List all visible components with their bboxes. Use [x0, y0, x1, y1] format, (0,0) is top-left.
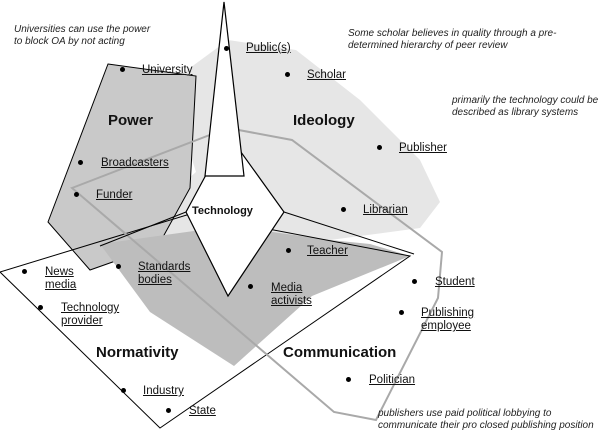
actor-publishing-employee-line-2: employee — [421, 320, 471, 332]
actor-news-media-line-2: media — [45, 279, 77, 291]
bullet-dot — [346, 377, 351, 382]
actor-technology-provider-line-1: Technology — [61, 302, 120, 314]
actor-technology-provider-line-2: provider — [61, 315, 103, 327]
note-library-systems: primarily the technology could be descri… — [452, 95, 598, 119]
normativity-region — [100, 226, 410, 366]
actor-standards-bodies: Standards bodies — [138, 261, 190, 287]
bullet-dot — [224, 46, 229, 51]
note-political-lobbying-line-2: communicate their pro closed publishing … — [378, 420, 594, 431]
bullet-dot — [286, 248, 291, 253]
bullet-dot — [74, 192, 79, 197]
bullet-dot — [377, 145, 382, 150]
actor-broadcasters: Broadcasters — [101, 157, 169, 169]
actor-state: State — [189, 405, 216, 417]
region-label-power: Power — [108, 112, 154, 129]
note-scholar-belief: Some scholar believes in quality through… — [348, 28, 556, 52]
actor-industry: Industry — [143, 385, 184, 397]
region-label-communication: Communication — [283, 344, 397, 361]
bullet-dot — [341, 207, 346, 212]
actor-news-media-line-1: News — [45, 266, 74, 278]
note-political-lobbying: publishers use paid political lobbying t… — [378, 408, 594, 432]
bullet-dot — [248, 284, 253, 289]
note-universities: Universities can use the power to block … — [14, 24, 150, 48]
actor-publishing-employee: Publishing employee — [421, 307, 474, 333]
note-library-systems-line-2: described as library systems — [452, 107, 579, 118]
public-spike — [204, 1, 245, 177]
actor-news-media: News media — [45, 266, 76, 292]
actor-publics: Public(s) — [246, 42, 291, 54]
bullet-dot — [166, 408, 171, 413]
bullet-dot — [120, 67, 125, 72]
actor-media-activists-line-1: Media — [271, 282, 303, 294]
region-label-normativity: Normativity — [96, 344, 179, 361]
normativity-outline — [0, 213, 412, 429]
bullet-dot — [121, 388, 126, 393]
actor-media-activists-line-2: activists — [271, 295, 312, 307]
actor-publisher: Publisher — [399, 142, 447, 154]
note-political-lobbying-line-1: publishers use paid political lobbying t… — [378, 408, 552, 419]
bullet-dot — [22, 269, 27, 274]
actor-publishing-employee-line-1: Publishing — [421, 307, 475, 319]
actor-librarian: Librarian — [363, 204, 408, 216]
technology-right-line — [283, 211, 415, 255]
note-universities-line-1: Universities can use the power — [14, 24, 151, 35]
region-label-ideology: Ideology — [293, 112, 355, 129]
technology-left-line — [99, 211, 187, 247]
actor-technology-provider: Technology provider — [61, 302, 119, 328]
actor-student: Student — [435, 276, 475, 288]
bullet-dot — [116, 264, 121, 269]
bullet-dot — [399, 310, 404, 315]
actor-politician: Politician — [369, 374, 416, 386]
note-universities-line-2: to block OA by not acting — [14, 36, 125, 47]
actor-teacher: Teacher — [307, 245, 348, 257]
bullet-dot — [38, 305, 43, 310]
actor-standards-bodies-line-1: Standards — [138, 261, 191, 273]
bullet-dot — [412, 279, 417, 284]
center-label-technology: Technology — [192, 205, 253, 217]
note-scholar-belief-line-1: Some scholar believes in quality through… — [348, 28, 557, 39]
note-scholar-belief-line-2: determined hierarchy of peer review — [348, 40, 508, 51]
actor-media-activists: Media activists — [271, 282, 312, 308]
note-library-systems-line-1: primarily the technology could be — [452, 95, 599, 106]
actor-funder: Funder — [96, 189, 133, 201]
bullet-dot — [285, 72, 290, 77]
bullet-dot — [78, 160, 83, 165]
actor-scholar: Scholar — [307, 69, 346, 81]
actor-university: University — [142, 64, 193, 76]
actor-standards-bodies-line-2: bodies — [138, 274, 172, 286]
